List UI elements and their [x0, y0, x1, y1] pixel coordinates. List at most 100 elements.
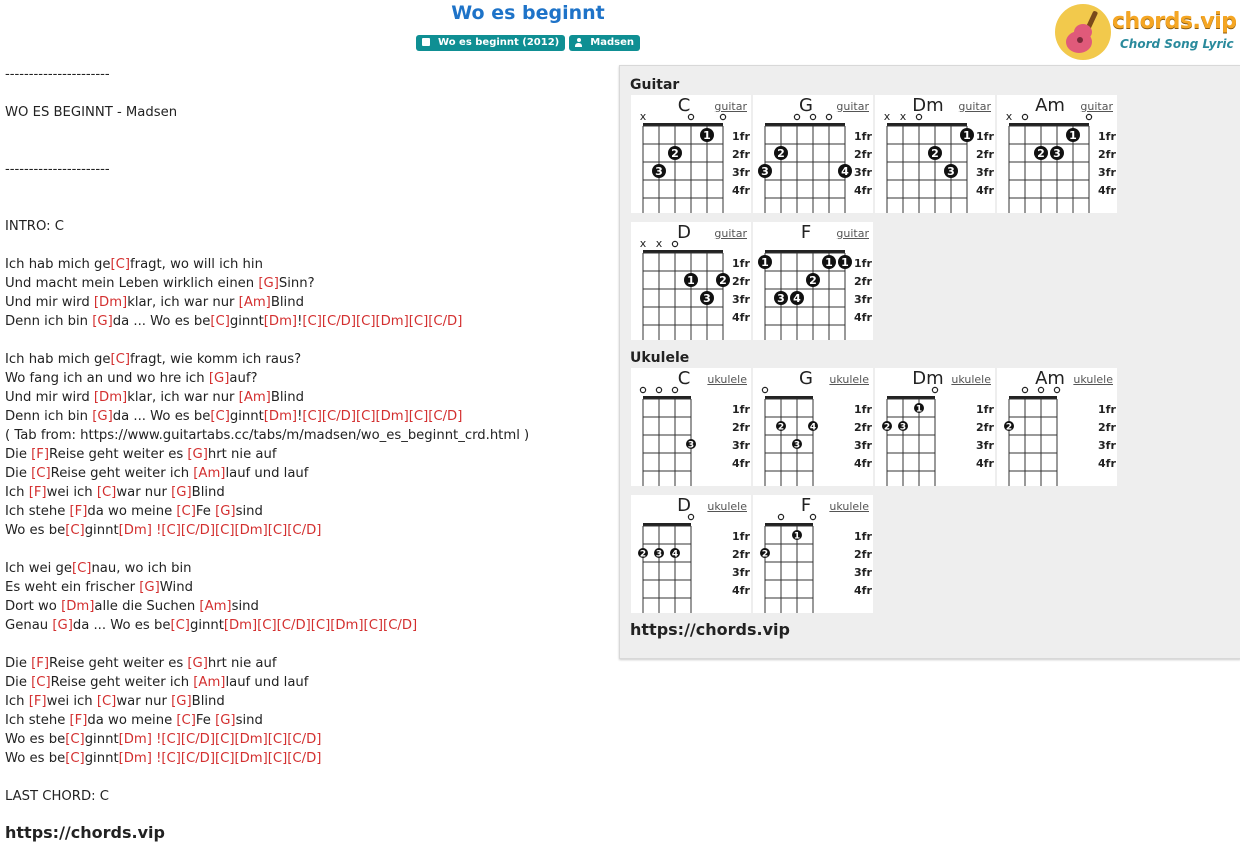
chord-token[interactable]: [C]	[110, 257, 131, 272]
instrument-type-link[interactable]: guitar	[1080, 100, 1113, 113]
finger-dot	[1004, 421, 1014, 431]
finger-number: 3	[656, 550, 662, 560]
finger-number: 1	[761, 256, 769, 269]
instrument-type-link[interactable]: ukulele	[707, 500, 747, 513]
chord-token[interactable]: [C]	[170, 618, 190, 633]
site-logo[interactable]: chords.vip Chord Song Lyric	[1054, 3, 1238, 61]
chord-token[interactable]: [G]	[139, 580, 160, 595]
chord-token[interactable]: [C]	[65, 523, 85, 538]
chord-token[interactable]: [Am]	[238, 390, 271, 405]
chord-token[interactable]: [C]	[31, 675, 51, 690]
instrument-type-link[interactable]: guitar	[714, 100, 747, 113]
chord-token[interactable]: [C]	[110, 352, 131, 367]
instrument-type-link[interactable]: guitar	[958, 100, 991, 113]
instrument-type-link[interactable]: ukulele	[951, 373, 991, 386]
fret-number-label: 4fr	[732, 184, 750, 197]
chord-token[interactable]: [C]	[65, 751, 85, 766]
lyric-text: Blind	[270, 390, 304, 405]
chord-token[interactable]: [C][C/D][C][Dm][C][C/D]	[302, 409, 463, 424]
chord-token[interactable]: [C]	[31, 466, 51, 481]
fret-number-label: 1fr	[854, 257, 872, 270]
chord-token[interactable]: [Dm] !	[118, 751, 162, 766]
chord-token[interactable]: [F]	[28, 694, 47, 709]
footer-site-link[interactable]: https://chords.vip	[5, 823, 165, 842]
finger-number: 2	[762, 550, 768, 560]
chord-token[interactable]: [F]	[31, 447, 50, 462]
finger-number: 2	[931, 147, 939, 160]
chord-token[interactable]: [C]	[96, 694, 117, 709]
chord-token[interactable]: [Dm]	[263, 314, 298, 329]
chord-token[interactable]: [Am]	[193, 466, 226, 481]
chord-token[interactable]: [C]	[65, 732, 85, 747]
chord-token[interactable]: [Am]	[193, 675, 226, 690]
chord-token[interactable]: [Dm]	[263, 409, 298, 424]
chord-token[interactable]: [C]	[176, 713, 196, 728]
chord-token[interactable]: [Dm]	[61, 599, 95, 614]
chord-token[interactable]: [G]	[52, 618, 73, 633]
chord-token[interactable]: [Dm][C][C/D][C][Dm][C][C/D]	[223, 618, 418, 633]
fret-number-label: 2fr	[732, 421, 750, 434]
chord-token[interactable]: [G]	[258, 276, 279, 291]
chord-token[interactable]: [G]	[92, 314, 113, 329]
instrument-type-link[interactable]: guitar	[714, 227, 747, 240]
chord-token[interactable]: [G]	[208, 371, 230, 386]
chord-token[interactable]: [G]	[215, 713, 236, 728]
chord-token[interactable]: [C][C/D][C][Dm][C][C/D]	[161, 523, 322, 538]
chord-token[interactable]: [F]	[28, 485, 47, 500]
finger-number: 4	[672, 550, 678, 560]
instrument-type-link[interactable]: ukulele	[1073, 373, 1113, 386]
chord-token[interactable]: [Dm] !	[118, 732, 162, 747]
chord-token[interactable]: [G]	[187, 447, 208, 462]
chord-token[interactable]: [C]	[176, 504, 196, 519]
panel-site-link[interactable]: https://chords.vip	[630, 620, 790, 639]
chord-token[interactable]: [C][C/D][C][Dm][C][C/D]	[161, 751, 322, 766]
chord-token[interactable]: [G]	[92, 409, 113, 424]
artist-badge[interactable]: Madsen	[569, 35, 640, 51]
chord-token[interactable]: [Dm] !	[118, 523, 162, 538]
lyric-line: Ich [F]wei ich [C]war nur [G]Blind	[5, 483, 605, 502]
instrument-type-link[interactable]: ukulele	[829, 373, 869, 386]
chord-token[interactable]: [G]	[215, 504, 236, 519]
chord-token[interactable]: [G]	[171, 694, 192, 709]
chord-token[interactable]: [C][C/D][C][Dm][C][C/D]	[161, 732, 322, 747]
open-string-marker	[671, 386, 679, 394]
finger-dot	[792, 530, 802, 540]
chord-token[interactable]: [Dm]	[93, 390, 128, 405]
finger-dot	[700, 128, 714, 142]
instrument-type-link[interactable]: guitar	[836, 100, 869, 113]
album-badge[interactable]: Wo es beginnt (2012)	[416, 35, 566, 51]
chord-token[interactable]: [C]	[96, 485, 117, 500]
chord-token[interactable]: [Am]	[199, 599, 232, 614]
instrument-type-link[interactable]: guitar	[836, 227, 869, 240]
finger-dot	[700, 291, 714, 305]
instrument-type-link[interactable]: ukulele	[829, 500, 869, 513]
chord-token[interactable]: [F]	[31, 656, 50, 671]
instrument-type-link[interactable]: ukulele	[707, 373, 747, 386]
chord-token[interactable]: [F]	[69, 504, 88, 519]
lyric-text: Wo es be	[5, 732, 66, 747]
song-badges: Wo es beginnt (2012) Madsen	[0, 35, 1056, 51]
chord-token[interactable]: [G]	[171, 485, 192, 500]
nut	[643, 250, 723, 253]
chord-token[interactable]: [C]	[71, 561, 92, 576]
chord-token[interactable]: [C][C/D][C][Dm][C][C/D]	[302, 314, 463, 329]
lyric-line: WO ES BEGINNT - Madsen	[5, 103, 605, 122]
chord-token[interactable]: [G]	[187, 656, 208, 671]
chord-token[interactable]: [C]	[210, 409, 230, 424]
chord-token[interactable]: [Am]	[238, 295, 271, 310]
chord-token[interactable]: [C]	[210, 314, 230, 329]
chord-token[interactable]: [Dm]	[93, 295, 128, 310]
chord-token[interactable]: [F]	[69, 713, 88, 728]
